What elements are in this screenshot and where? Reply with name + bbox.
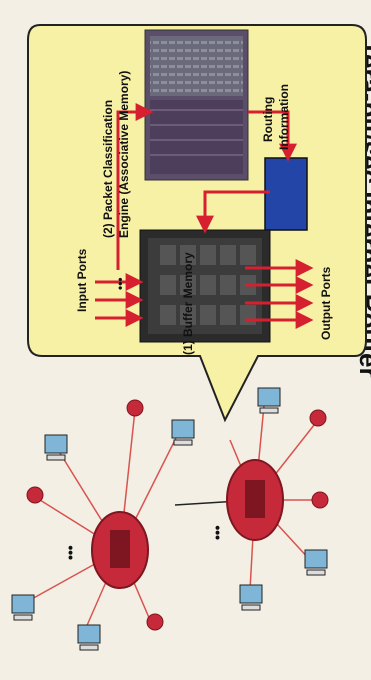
input-dots: ••• bbox=[113, 277, 127, 290]
input-ports-label: Input Ports bbox=[75, 248, 89, 312]
router-node-right bbox=[227, 460, 283, 540]
classification-engine-board bbox=[145, 30, 248, 180]
output-ports-label: Output Ports bbox=[319, 266, 333, 340]
routing-info-label-line2: Information bbox=[277, 84, 291, 150]
routing-info-block bbox=[265, 158, 307, 230]
computer-icon bbox=[12, 595, 34, 620]
network-dots-right: ••• bbox=[209, 525, 225, 540]
computer-icon bbox=[172, 420, 194, 445]
classification-label-line2: Engine (Associative Memory) bbox=[117, 71, 131, 238]
computer-icon bbox=[258, 388, 280, 413]
buffer-memory-label: (1) Buffer Memory bbox=[181, 252, 195, 355]
network-dots-left: ••• bbox=[62, 545, 78, 560]
router-node-left bbox=[92, 512, 148, 588]
computer-icon bbox=[240, 585, 262, 610]
routing-info-label-line1: Routing bbox=[261, 97, 275, 142]
classification-label-line1: (2) Packet Classification bbox=[101, 100, 115, 238]
computer-icon bbox=[78, 625, 100, 650]
computer-icon bbox=[305, 550, 327, 575]
computer-icon bbox=[45, 435, 67, 460]
